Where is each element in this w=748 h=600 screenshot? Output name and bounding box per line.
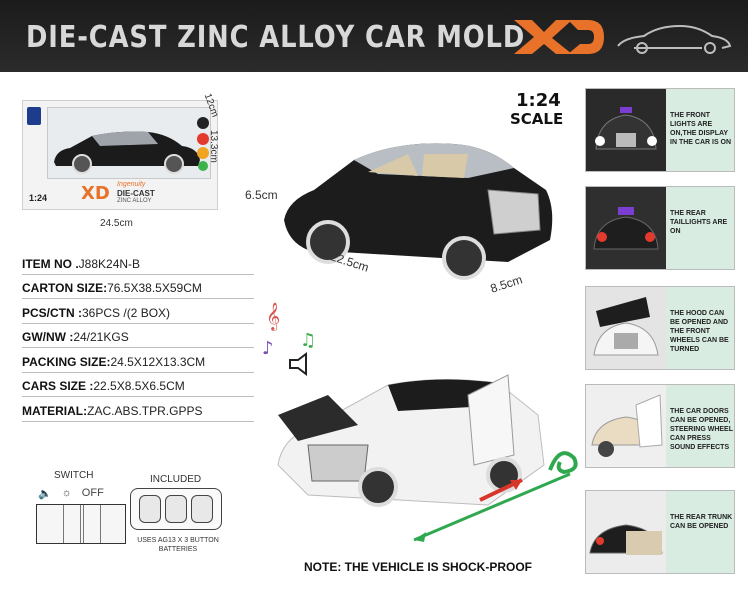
feature-text: THE CAR DOORS CAN BE OPENED, STEERING WH… <box>670 408 733 451</box>
switch-slot <box>63 505 81 543</box>
header-banner: DIE-CAST ZINC ALLOY CAR MOLD <box>0 0 748 72</box>
spec-label: PACKING SIZE: <box>22 354 111 369</box>
box-brand-logo: XD Ingenuity DIE-CAST ZINC ALLOY <box>81 181 191 205</box>
music-notes-icon: 𝄞 ♪ ♫ <box>262 302 316 376</box>
switch-off-label: OFF <box>81 487 104 499</box>
main-car-image <box>284 143 553 280</box>
feature-text: THE REAR TRUNK CAN BE OPENED <box>670 514 733 530</box>
open-doors-car-image <box>277 374 545 507</box>
shock-proof-note: NOTE: THE VEHICLE IS SHOCK-PROOF <box>304 560 533 574</box>
spec-row: GW/NW : 24/21KGS <box>22 324 254 348</box>
doors-open-photo <box>586 385 666 467</box>
page-title: DIE-CAST ZINC ALLOY CAR MOLD <box>26 20 526 55</box>
spec-value: 22.5X8.5X6.5CM <box>93 379 185 393</box>
battery-pack-diagram <box>130 488 222 530</box>
spec-row: MATERIAL: ZAC.ABS.TPR.GPPS <box>22 397 254 422</box>
boxed-car-icon <box>54 131 200 174</box>
package-box-photo: 1:24 XD Ingenuity DIE-CAST ZINC ALLOY <box>22 100 218 210</box>
spec-label: CARS SIZE : <box>22 379 94 393</box>
spec-label: PCS/CTN : <box>22 305 82 320</box>
battery-icon <box>139 495 161 523</box>
spec-list: ITEM NO .J88K24N-B CARTON SIZE:76.5X38.5… <box>22 250 254 422</box>
feature-panel-taillights: THE REAR TAILLIGHTS ARE ON <box>585 186 735 270</box>
spec-value: ZAC.ABS.TPR.GPPS <box>87 403 203 418</box>
svg-text:♫: ♫ <box>300 330 316 351</box>
scale-ratio: 1:24 <box>516 90 561 111</box>
switch-slot <box>83 505 101 543</box>
spec-value: 24.5X12X13.3CM <box>110 354 206 369</box>
spec-row: ITEM NO .J88K24N-B <box>22 250 254 275</box>
spec-row: CARS SIZE : 22.5X8.5X6.5CM <box>22 373 254 397</box>
feature-dots-icon <box>197 117 209 171</box>
box-scale-label: 1:24 <box>29 193 48 203</box>
feature-panel-front-lights: THE FRONT LIGHTS ARE ON,THE DISPLAY IN T… <box>585 88 735 172</box>
feature-text: THE HOOD CAN BE OPENED AND THE FRONT WHE… <box>670 310 729 353</box>
battery-icon <box>191 495 213 523</box>
spec-value: 36PCS /(2 BOX) <box>82 305 171 320</box>
box-width-dimension: 24.5cm <box>100 218 133 229</box>
battery-note: USES AG13 X 3 BUTTON BATTERIES <box>137 537 219 553</box>
box-height-dimension: 13.3cm <box>208 130 219 163</box>
feature-panel-hood: THE HOOD CAN BE OPENED AND THE FRONT WHE… <box>585 286 735 370</box>
svg-text:♪: ♪ <box>262 338 274 359</box>
car-height-dimension: 6.5cm <box>245 188 278 202</box>
car-silhouette-icon <box>617 24 732 54</box>
light-icon: ☼ <box>61 487 72 499</box>
shock-proof-arrow-icon <box>413 451 578 542</box>
feature-panel-doors: THE CAR DOORS CAN BE OPENED, STEERING WH… <box>585 384 735 468</box>
feature-text: THE REAR TAILLIGHTS ARE ON <box>670 210 728 235</box>
svg-text:𝄞: 𝄞 <box>266 302 280 331</box>
box-brand-badge-icon <box>27 107 41 125</box>
spec-value: 76.5X38.5X59CM <box>107 281 202 295</box>
switch-icons: 🔈 ☼ OFF <box>38 485 118 501</box>
box-line2: ZINC ALLOY <box>117 198 152 204</box>
switch-diagram <box>36 504 126 544</box>
box-brand-text: XD <box>81 183 110 204</box>
spec-row: PACKING SIZE: 24.5X12X13.3CM <box>22 348 254 373</box>
trunk-open-photo <box>586 491 666 573</box>
spec-label: MATERIAL: <box>22 403 88 418</box>
feature-panel-trunk: THE REAR TRUNK CAN BE OPENED <box>585 490 735 574</box>
spec-label: CARTON SIZE: <box>22 281 108 295</box>
spec-value: 24/21KGS <box>73 330 129 344</box>
speaker-icon: 🔈 <box>38 487 52 500</box>
battery-icon <box>165 495 187 523</box>
switch-label: SWITCH <box>54 470 94 481</box>
included-label: INCLUDED <box>150 474 202 485</box>
brand-logo-icon <box>514 20 604 54</box>
spec-value: J88K24N-B <box>78 256 141 271</box>
scale-word: SCALE <box>510 110 564 128</box>
box-line1: DIE-CAST <box>117 189 155 198</box>
taillights-photo <box>586 187 666 269</box>
front-lights-photo <box>586 89 666 171</box>
spec-label: ITEM NO . <box>22 256 79 271</box>
spec-row: PCS/CTN : 36PCS /(2 BOX) <box>22 299 254 324</box>
spec-label: GW/NW : <box>22 330 74 344</box>
spec-row: CARTON SIZE:76.5X38.5X59CM <box>22 275 254 299</box>
feature-text: THE FRONT LIGHTS ARE ON,THE DISPLAY IN T… <box>670 112 732 146</box>
hood-open-photo <box>586 287 666 369</box>
box-window <box>47 107 211 179</box>
box-subtitle: Ingenuity <box>117 181 146 188</box>
